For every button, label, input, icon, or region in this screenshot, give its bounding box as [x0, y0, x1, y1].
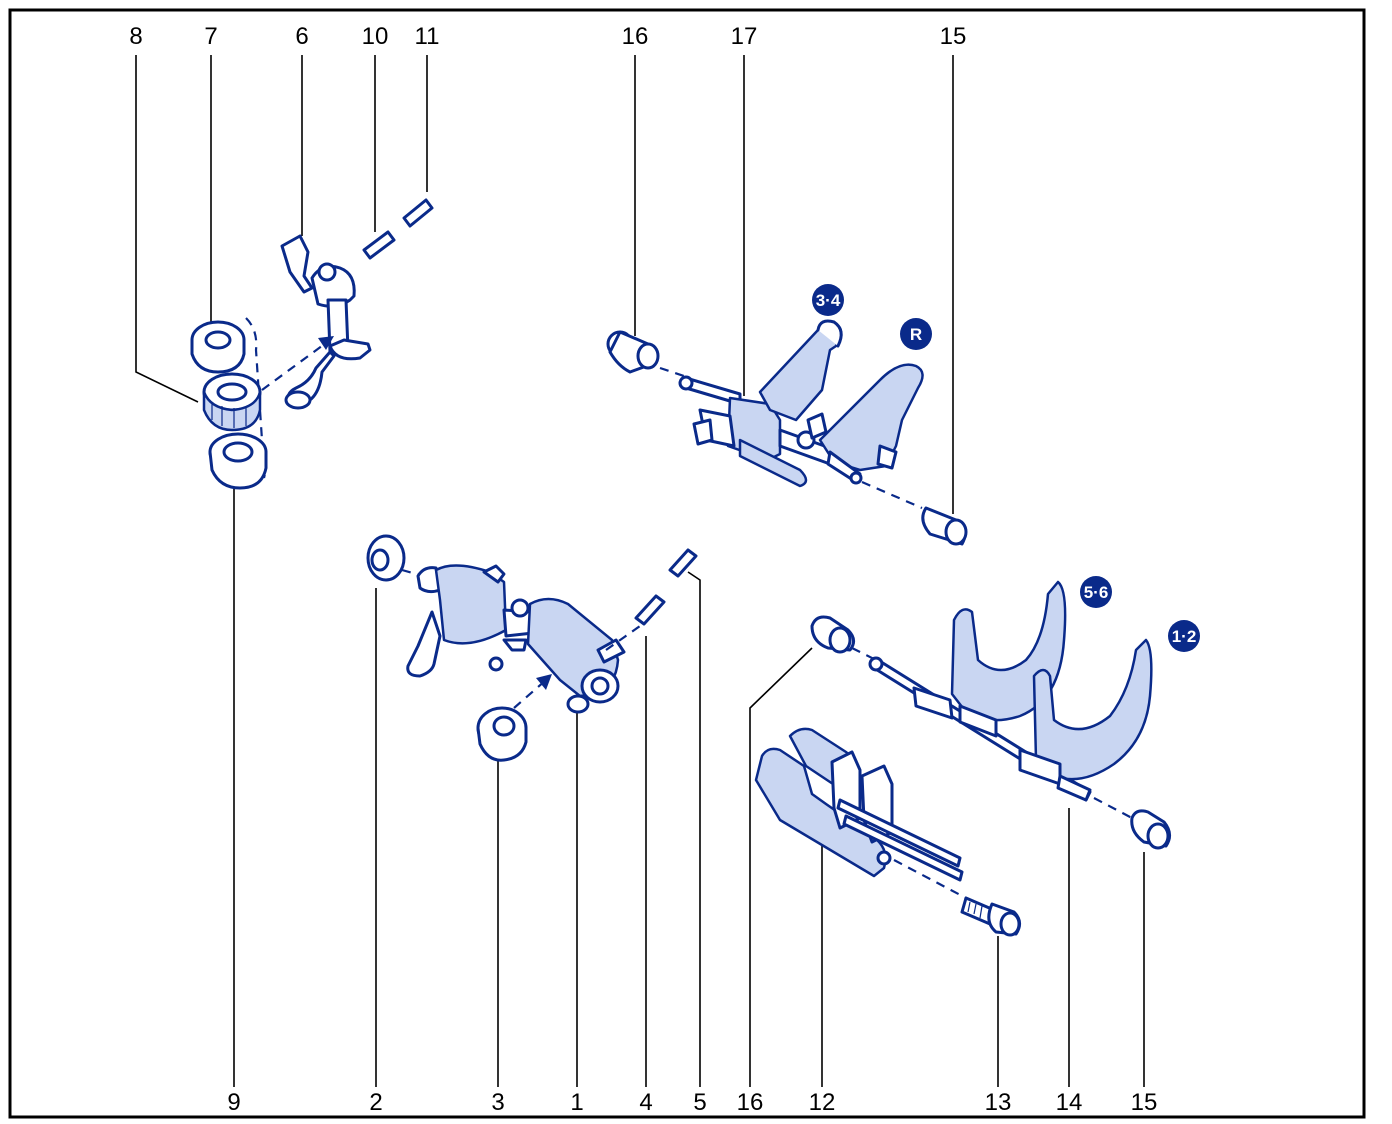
- part-11-roll-pin: [402, 198, 434, 228]
- callout-6: 6: [295, 23, 308, 50]
- callout-2: 2: [369, 1089, 382, 1116]
- callout-17: 17: [731, 23, 758, 50]
- axis-line-lower-rail: [851, 647, 881, 663]
- part-5-roll-pin: [668, 548, 698, 578]
- callout-9: 9: [227, 1089, 240, 1116]
- part-13-bolt: [960, 896, 1021, 937]
- assembly-arrow-shaft: [513, 674, 552, 709]
- callout-15-top: 15: [940, 23, 967, 50]
- callout-1: 1: [570, 1089, 583, 1116]
- callout-10: 10: [362, 23, 389, 50]
- part-14-fork-rail-5-6-1-2: [868, 580, 1153, 802]
- diagram-frame: [8, 8, 1366, 1119]
- axis-line-upper-rail: [659, 366, 691, 380]
- axis-line-bolt: [893, 859, 967, 899]
- badge-gear-3-4: 3·4: [812, 284, 844, 316]
- part-12-interlock-plate: [754, 727, 964, 882]
- axis-line-pins: [605, 625, 641, 651]
- axis-line-lower-rail-end: [1093, 797, 1133, 819]
- part-9-bushing: [208, 432, 268, 490]
- part-16-rail-bushing-bottom: [810, 615, 855, 654]
- callouts-bottom: 9 2 3 1 4 5 16 12 13 14 15: [227, 1089, 1157, 1116]
- part-10-roll-pin: [362, 230, 396, 260]
- badge-gear-r: R: [900, 318, 932, 350]
- callout-8: 8: [129, 23, 142, 50]
- badge-gear-1-2: 1·2: [1168, 620, 1200, 652]
- part-17-fork-rail-3-4-r: [678, 319, 924, 488]
- part-4-roll-pin: [634, 594, 666, 626]
- callout-14: 14: [1056, 1089, 1083, 1116]
- part-6-selector-lever: [280, 234, 372, 410]
- callout-11: 11: [415, 23, 440, 50]
- part-7-bushing: [190, 320, 246, 374]
- callout-7: 7: [204, 23, 217, 50]
- callout-16-top: 16: [622, 23, 649, 50]
- axis-line-upper-rail-end: [861, 480, 923, 510]
- callout-12: 12: [809, 1089, 836, 1116]
- badge-gear-1-2-label: 1·2: [1172, 627, 1197, 646]
- part-15-rail-bushing-bottom: [1130, 809, 1171, 850]
- badge-gear-5-6: 5·6: [1080, 576, 1112, 608]
- part-1-selector-shaft: [406, 564, 626, 714]
- badge-gear-5-6-label: 5·6: [1084, 583, 1109, 602]
- part-15-rail-bushing-top: [921, 506, 968, 546]
- part-16-rail-bushing-top: [606, 330, 660, 374]
- callout-5: 5: [693, 1089, 706, 1116]
- callout-3: 3: [491, 1089, 504, 1116]
- leader-lines-top: [135, 55, 954, 514]
- callout-15-bottom: 15: [1131, 1089, 1158, 1116]
- callout-16-bottom: 16: [737, 1089, 764, 1116]
- part-3-bearing: [476, 706, 528, 762]
- callout-13: 13: [985, 1089, 1012, 1116]
- callouts-top: 8 7 6 10 11 16 17 15: [129, 23, 966, 50]
- part-2-bearing: [366, 534, 406, 582]
- callout-4: 4: [639, 1089, 652, 1116]
- leader-lines-bottom: [233, 486, 1145, 1087]
- badge-gear-3-4-label: 3·4: [816, 291, 841, 310]
- badge-gear-r-label: R: [910, 325, 922, 344]
- part-8-needle-bearing: [202, 372, 262, 432]
